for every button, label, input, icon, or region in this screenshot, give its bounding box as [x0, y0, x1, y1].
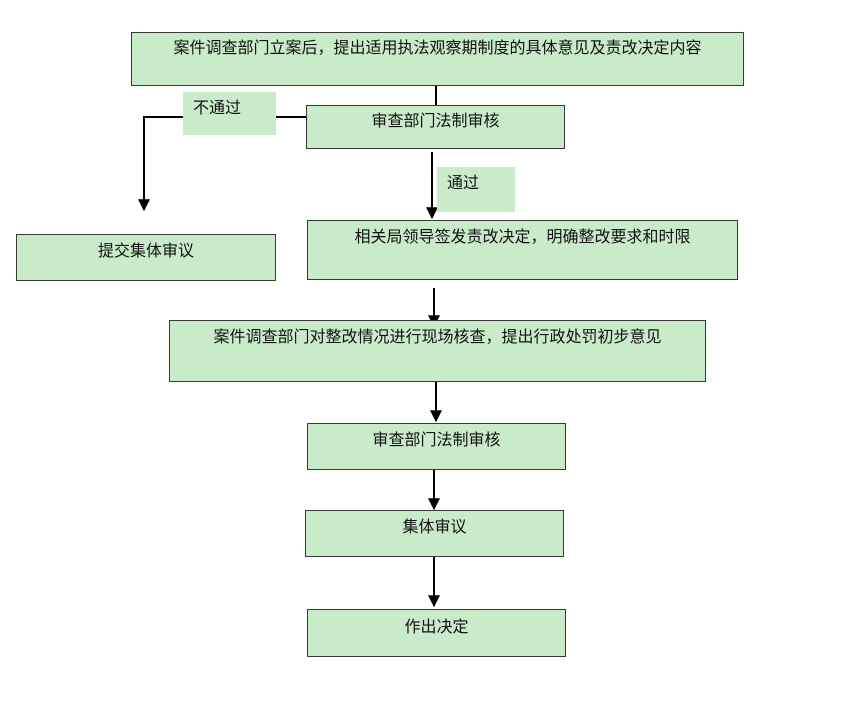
node-decision: 作出决定: [307, 609, 566, 657]
node-legal-review-2: 审查部门法制审核: [307, 423, 566, 470]
node-start: 案件调查部门立案后，提出适用执法观察期制度的具体意见及责改决定内容: [131, 32, 744, 86]
node-legal-review-1: 审查部门法制审核: [306, 105, 565, 149]
node-site-inspection: 案件调查部门对整改情况进行现场核查，提出行政处罚初步意见: [169, 320, 706, 382]
edge-label-pass: 通过: [437, 167, 515, 212]
node-leader-sign: 相关局领导签发责改决定，明确整改要求和时限: [307, 220, 738, 280]
node-collective-review-2: 集体审议: [305, 510, 564, 557]
node-collective-review-1: 提交集体审议: [16, 234, 276, 281]
edge-label-fail: 不通过: [183, 92, 276, 135]
